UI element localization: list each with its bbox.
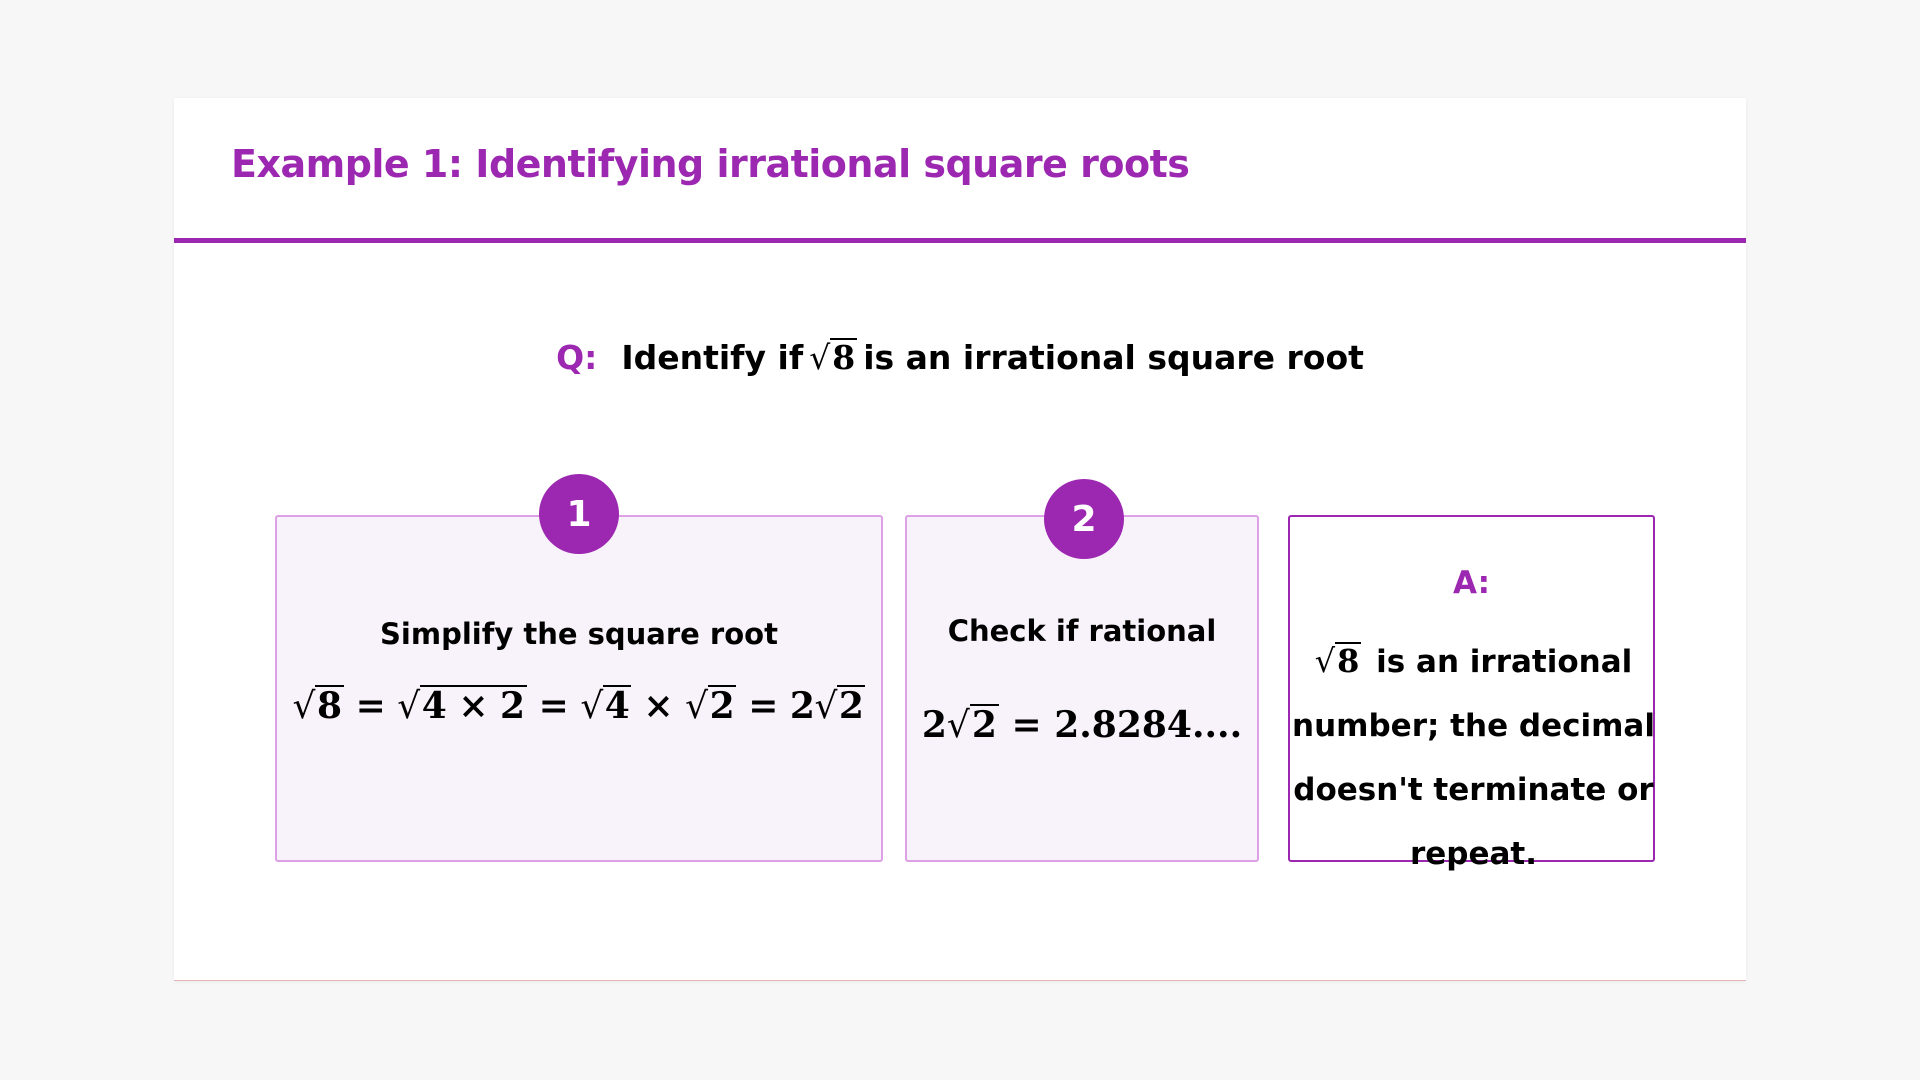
question-text-after: is an irrational square root bbox=[863, 338, 1364, 377]
step-card-2: Check if rational 2√2 = 2.8284.... bbox=[905, 515, 1259, 862]
step-1-formula: √8 = √4 × 2 = √4 × √2 = 2√2 bbox=[292, 685, 866, 727]
answer-card: A: √8 is an irrational number; the decim… bbox=[1288, 515, 1655, 872]
step-1-radicand-a: 8 bbox=[314, 685, 344, 727]
step-2-equals: = bbox=[1011, 704, 1042, 746]
step-1-heading: Simplify the square root bbox=[380, 617, 778, 651]
step-2-radicand: 2 bbox=[969, 704, 999, 746]
answer-text: √8 is an irrational number; the decimal … bbox=[1292, 642, 1655, 872]
step-1-radicand-d: 2 bbox=[707, 685, 737, 727]
title-divider bbox=[174, 238, 1746, 243]
step-1-equals-c: = bbox=[748, 685, 778, 727]
step-2-formula: 2√2 = 2.8284.... bbox=[921, 704, 1243, 746]
slide-title: Example 1: Identifying irrational square… bbox=[231, 142, 1190, 186]
step-1-equals-b: = bbox=[538, 685, 569, 727]
step-1-times: × bbox=[643, 685, 674, 727]
step-card-1: Simplify the square root √8 = √4 × 2 = √… bbox=[275, 515, 883, 862]
step-1-coefficient: 2 bbox=[789, 685, 815, 727]
step-1-badge: 1 bbox=[539, 474, 619, 554]
step-2-badge: 2 bbox=[1044, 479, 1124, 559]
question-radicand: 8 bbox=[830, 338, 858, 377]
answer-radicand: 8 bbox=[1335, 642, 1362, 680]
answer-body: is an irrational number; the decimal doe… bbox=[1292, 644, 1655, 872]
step-2-heading: Check if rational bbox=[947, 614, 1217, 648]
answer-label: A: bbox=[1453, 565, 1490, 601]
step-2-value: 2.8284.... bbox=[1054, 704, 1243, 746]
step-1-equals-a: = bbox=[355, 685, 386, 727]
step-2-coefficient: 2 bbox=[921, 704, 947, 746]
question-sqrt: √8 bbox=[809, 338, 858, 377]
step-1-radicand-e: 2 bbox=[836, 685, 866, 727]
slide: Example 1: Identifying irrational square… bbox=[174, 98, 1746, 981]
question-label: Q: bbox=[556, 338, 598, 377]
question-text-before: Identify if bbox=[621, 338, 804, 377]
step-1-radicand-c: 4 bbox=[602, 685, 632, 727]
question-line: Q: Identify if √8 is an irrational squar… bbox=[174, 338, 1746, 377]
step-1-radicand-b: 4 × 2 bbox=[419, 685, 527, 727]
